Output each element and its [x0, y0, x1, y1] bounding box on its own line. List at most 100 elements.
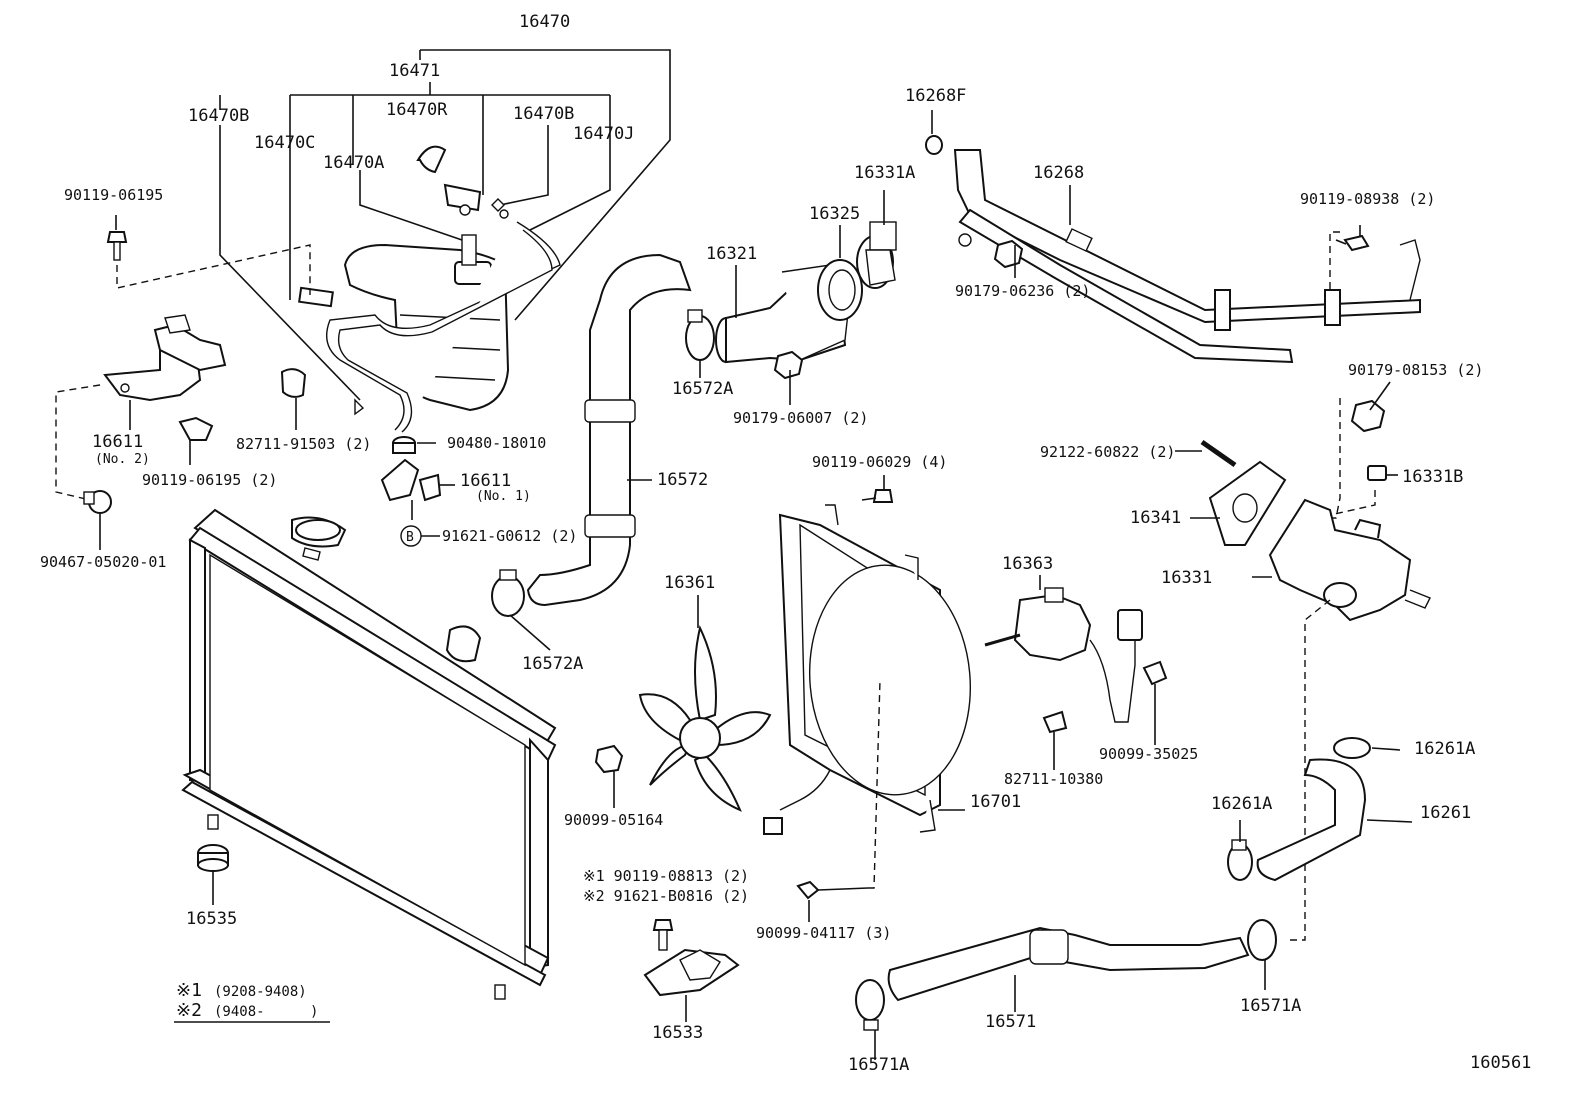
label-16470b-right: 16470B: [513, 104, 574, 124]
clip-16470B-right: [491, 198, 509, 219]
fan-blade-16361: [638, 625, 772, 812]
reservoir-cap-16470B: [443, 183, 482, 216]
label-16471: 16471: [389, 61, 440, 81]
label-90099-05164: 90099-05164: [564, 811, 663, 829]
leader-lines: [99, 110, 1413, 1060]
label-16572a-bottom: 16572A: [522, 654, 583, 674]
label-16535: 16535: [186, 909, 237, 929]
nut-90179-08153: [1350, 399, 1386, 433]
bracket-16470C: [298, 286, 334, 308]
hose-clamp-16261A-top: [1333, 737, 1371, 759]
nut-90179-06236: [993, 239, 1024, 269]
fan-shroud-16701: [778, 504, 972, 833]
label-91621-b0816: ※2 91621-B0816 (2): [583, 887, 749, 905]
support-bracket-16533: [643, 948, 740, 997]
legend-row1-range: (9208-9408): [214, 984, 307, 1000]
nut-90179-06007: [773, 350, 804, 380]
date-range-legend: ※1 (9208-9408) ※2 (9408- ): [174, 980, 330, 1023]
label-16325: 16325: [809, 204, 860, 224]
label-marker-b: B: [406, 530, 414, 545]
hose-clamp-16572A-bottom: [491, 569, 525, 617]
bolt-90119-06195: [106, 231, 128, 261]
clip-82711-10380: [1042, 710, 1068, 734]
bolt-90119-08813: [652, 919, 674, 951]
label-16533: 16533: [652, 1023, 703, 1043]
label-90099-35025: 90099-35025: [1099, 745, 1198, 763]
label-16331: 16331: [1161, 568, 1212, 588]
lower-hose-16571: [887, 926, 1250, 1002]
label-16361: 16361: [664, 573, 715, 593]
label-16268f: 16268F: [905, 86, 966, 106]
label-16261: 16261: [1420, 803, 1471, 823]
label-16268: 16268: [1033, 163, 1084, 183]
label-16470j: 16470J: [573, 124, 634, 144]
bolt-90099-04117: [796, 880, 869, 900]
thermostat-16331A: [856, 221, 897, 289]
reservoir-callout-tree: [219, 49, 671, 401]
part-labels: 16470 16471 16470B 16470R 16470B 16470J …: [40, 12, 1531, 1075]
label-90119-08938: 90119-08938 (2): [1300, 190, 1435, 208]
catalog-number: 160561: [1470, 1053, 1531, 1073]
label-16341: 16341: [1130, 508, 1181, 528]
label-16571a-bottom: 16571A: [848, 1055, 909, 1075]
upper-hose-16572: [526, 253, 692, 607]
legend-row2-mark: ※2: [176, 1000, 202, 1021]
label-16611-no1: 16611: [460, 471, 511, 491]
hose-clamp-16572A-top: [685, 309, 715, 361]
label-16470r: 16470R: [386, 100, 448, 120]
label-16470c: 16470C: [254, 133, 315, 153]
bolt-90119-06195-2: [178, 416, 214, 441]
label-16611-no2-note: (No. 2): [95, 452, 150, 467]
reservoir-hose-16470J: [326, 221, 561, 433]
label-16321: 16321: [706, 244, 757, 264]
label-90480-18010: 90480-18010: [447, 434, 546, 452]
nut-90099-05164: [594, 744, 624, 774]
water-bypass-pipe-16268: [953, 149, 1421, 364]
radiator-core-assembly: [181, 508, 557, 1000]
bracket-16611-no1: [380, 458, 442, 502]
label-16261a-mid: 16261A: [1211, 794, 1272, 814]
label-16611-no1-note: (No. 1): [476, 489, 531, 504]
cap-90480-18010: [392, 436, 416, 454]
label-90119-06029: 90119-06029 (4): [812, 453, 947, 471]
radiator-fill-cap: [295, 519, 341, 541]
label-90119-06195-top: 90119-06195: [64, 186, 163, 204]
label-90467-05020-01: 90467-05020-01: [40, 553, 166, 571]
fan-motor-16363: [984, 587, 1143, 723]
label-16470: 16470: [519, 12, 570, 32]
inlet-hose-16261: [1256, 758, 1367, 882]
hose-clamp-16261A-mid: [1227, 839, 1253, 881]
clip-16470B-left: [354, 398, 365, 416]
label-82711-10380: 82711-10380: [1004, 770, 1103, 788]
label-91621-g0612: 91621-G0612 (2): [442, 527, 577, 545]
label-16611-no2: 16611: [92, 432, 143, 452]
label-90179-06007: 90179-06007 (2): [733, 409, 868, 427]
bolt-90119-06029: [861, 489, 894, 503]
hose-16470R: [416, 145, 447, 174]
legend-row2-close: ): [310, 1004, 318, 1020]
label-90099-04117: 90099-04117 (3): [756, 924, 891, 942]
legend-row1-mark: ※1: [176, 980, 202, 1001]
bracket-16611-no2: [103, 314, 227, 402]
drain-plug-16331B: [1367, 465, 1387, 481]
label-16331a: 16331A: [854, 163, 915, 183]
gasket-16341: [1208, 460, 1287, 546]
label-16261a-top: 16261A: [1414, 739, 1475, 759]
label-16701: 16701: [970, 792, 1021, 812]
label-82711-91503: 82711-91503 (2): [236, 435, 371, 453]
label-90179-06236: 90179-06236 (2): [955, 282, 1090, 300]
clip-90099-35025: [1142, 660, 1168, 686]
drain-cock-16535: [197, 844, 229, 872]
hose-clamp-16571A-bottom: [855, 979, 885, 1031]
label-16572: 16572: [657, 470, 708, 490]
label-92122-60822: 92122-60822 (2): [1040, 443, 1175, 461]
water-inlet-16331: [1268, 498, 1431, 622]
label-16571a-right: 16571A: [1240, 996, 1301, 1016]
label-16363: 16363: [1002, 554, 1053, 574]
bolt-90119-08938: [1335, 234, 1370, 252]
label-90179-08153: 90179-08153 (2): [1348, 361, 1483, 379]
label-16331b: 16331B: [1402, 467, 1463, 487]
label-16470a: 16470A: [323, 153, 384, 173]
label-90119-08813: ※1 90119-08813 (2): [583, 867, 749, 885]
